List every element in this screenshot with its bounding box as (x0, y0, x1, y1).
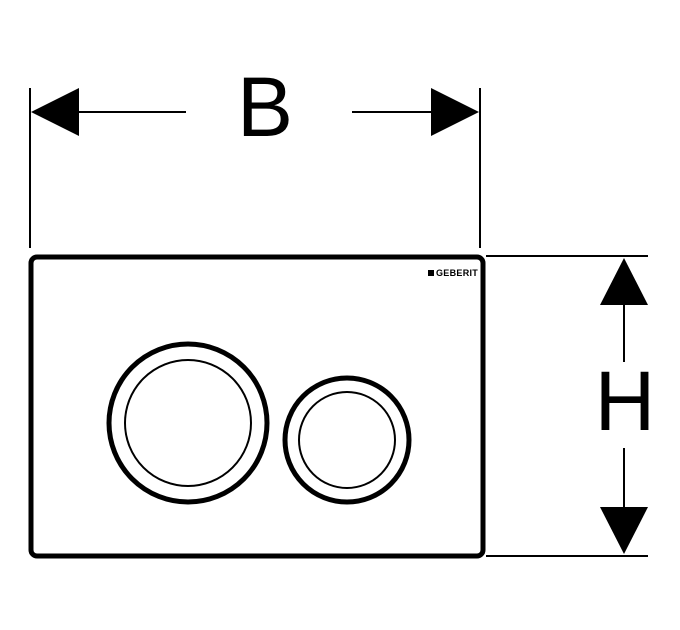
width-dimension: B (29, 60, 481, 248)
height-arrowhead-bottom (600, 507, 648, 554)
brand-logo-text: GEBERIT (436, 268, 478, 278)
small-flush-button-inner-ring (298, 391, 396, 489)
large-flush-button (106, 341, 270, 505)
brand-logo-square-icon (428, 270, 434, 276)
height-dimension: H (486, 255, 656, 557)
height-arrowhead-top (600, 258, 648, 305)
width-arrowhead-left (31, 88, 79, 136)
width-label: B (237, 60, 293, 154)
brand-logo: GEBERIT (428, 268, 478, 278)
large-flush-button-inner-ring (124, 359, 252, 487)
height-label: H (595, 354, 656, 448)
small-flush-button (282, 375, 412, 505)
width-arrowhead-right (431, 88, 479, 136)
